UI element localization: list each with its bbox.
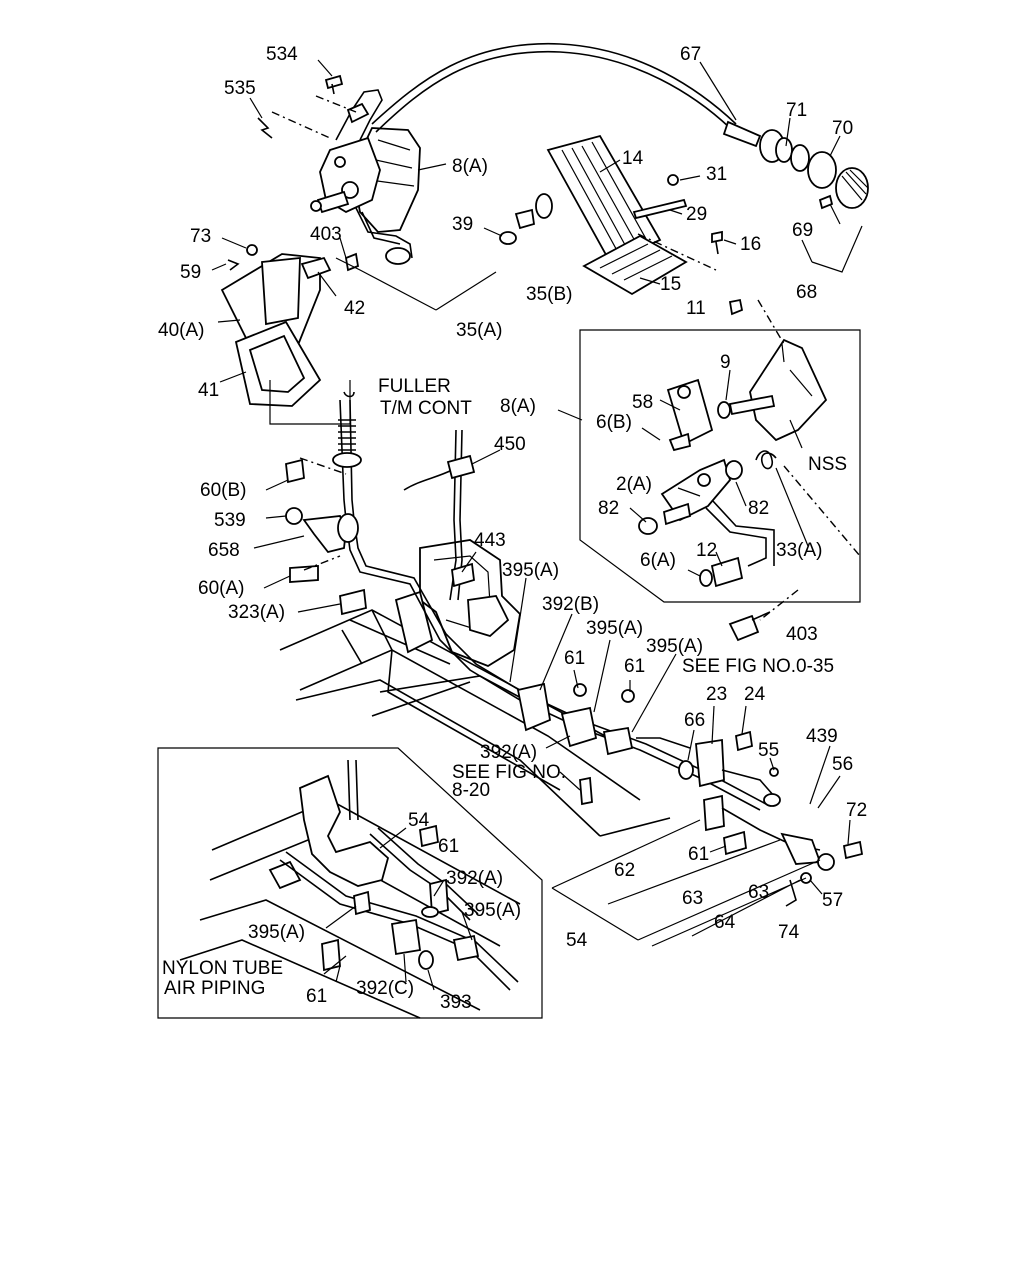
callout-56: 56 xyxy=(832,754,853,775)
callout-392c: 392(C) xyxy=(356,978,414,999)
callout-63-a: 63 xyxy=(682,888,703,909)
callout-8a: 8(A) xyxy=(452,156,488,177)
inset-8a xyxy=(557,298,861,642)
callout-66: 66 xyxy=(684,710,705,731)
callout-29: 29 xyxy=(686,204,707,225)
callout-534: 534 xyxy=(266,44,298,65)
throttle-cable xyxy=(371,42,869,210)
callout-64: 64 xyxy=(714,912,736,933)
callout-14: 14 xyxy=(622,148,644,169)
cover-and-gasket xyxy=(220,244,360,425)
callout-61-a: 61 xyxy=(564,648,585,669)
callout-443: 443 xyxy=(474,530,506,551)
callout-61-d: 61 xyxy=(688,844,709,865)
callout-392a-1: 392(A) xyxy=(480,742,537,763)
callout-395a-3: 395(A) xyxy=(646,636,703,657)
callout-539: 539 xyxy=(214,510,246,531)
callout-403-top: 403 xyxy=(310,224,342,245)
notes: FULLER T/M CONT SEE FIG NO.0-35 SEE FIG … xyxy=(162,376,834,999)
callout-68: 68 xyxy=(796,282,817,303)
callout-12: 12 xyxy=(696,540,717,561)
callout-60b: 60(B) xyxy=(200,480,246,501)
callout-82-right: 82 xyxy=(748,498,769,519)
leader-lines xyxy=(211,59,863,383)
callout-73: 73 xyxy=(190,226,211,247)
note-nylon-tube: NYLON TUBE xyxy=(162,958,283,979)
callout-60a: 60(A) xyxy=(198,578,244,599)
callout-71: 71 xyxy=(786,100,807,121)
callout-nss: NSS xyxy=(808,454,847,475)
callout-393: 393 xyxy=(440,992,472,1013)
callout-59: 59 xyxy=(180,262,201,283)
callout-40a: 40(A) xyxy=(158,320,204,341)
callout-67: 67 xyxy=(680,44,701,65)
callout-35a: 35(A) xyxy=(456,320,502,341)
callout-9: 9 xyxy=(720,352,731,373)
callout-392b: 392(B) xyxy=(542,594,599,615)
callout-439: 439 xyxy=(806,726,838,747)
callout-69: 69 xyxy=(792,220,813,241)
callout-395a-2: 395(A) xyxy=(586,618,643,639)
callout-41: 41 xyxy=(198,380,219,401)
callout-70: 70 xyxy=(832,118,853,139)
callout-82-left: 82 xyxy=(598,498,619,519)
callout-6b: 6(B) xyxy=(596,412,632,433)
callout-42: 42 xyxy=(344,298,365,319)
callout-58: 58 xyxy=(632,392,653,413)
callout-395a-1: 395(A) xyxy=(502,560,559,581)
callout-74: 74 xyxy=(778,922,800,943)
callout-535: 535 xyxy=(224,78,256,99)
callout-6a: 6(A) xyxy=(640,550,676,571)
callout-31: 31 xyxy=(706,164,727,185)
callout-63-b: 63 xyxy=(748,882,769,903)
note-see-fig-8-20-1: SEE FIG NO. xyxy=(452,762,566,783)
callout-57: 57 xyxy=(822,890,843,911)
callout-2a: 2(A) xyxy=(616,474,652,495)
note-fuller-2: T/M CONT xyxy=(380,398,472,419)
callout-11: 11 xyxy=(686,298,706,319)
note-see-fig-0-35: SEE FIG NO.0-35 xyxy=(682,656,834,677)
callout-403-inset: 403 xyxy=(786,624,818,645)
callout-15: 15 xyxy=(660,274,681,295)
callout-39: 39 xyxy=(452,214,473,235)
inset-nylon-tube xyxy=(157,747,543,1019)
callout-labels: 534 535 67 71 70 8(A) 14 31 29 16 69 68 … xyxy=(158,44,867,1013)
callout-61-e: 61 xyxy=(306,986,327,1007)
callout-35b: 35(B) xyxy=(526,284,572,305)
callout-658: 658 xyxy=(208,540,240,561)
callout-61-b: 61 xyxy=(624,656,645,677)
callout-33a: 33(A) xyxy=(776,540,822,561)
callout-395a-4: 395(A) xyxy=(464,900,521,921)
callout-54: 54 xyxy=(566,930,588,951)
pedal-link-assembly xyxy=(257,74,421,265)
note-see-fig-8-20-2: 8-20 xyxy=(452,780,490,801)
callout-16: 16 xyxy=(740,234,761,255)
note-air-piping: AIR PIPING xyxy=(164,978,265,999)
callout-392a-2: 392(A) xyxy=(446,868,503,889)
callout-323a: 323(A) xyxy=(228,602,285,623)
callout-62: 62 xyxy=(614,860,635,881)
callout-23: 23 xyxy=(706,684,727,705)
callout-395a-5: 395(A) xyxy=(248,922,305,943)
callout-8a-inset: 8(A) xyxy=(500,396,536,417)
accelerator-pedal xyxy=(499,134,723,296)
callout-450: 450 xyxy=(494,434,526,455)
callout-54-inset: 54 xyxy=(408,810,430,831)
note-fuller-1: FULLER xyxy=(378,376,451,397)
callout-55: 55 xyxy=(758,740,779,761)
chassis-and-cables xyxy=(253,391,864,947)
callout-61-c: 61 xyxy=(438,836,459,857)
callout-24: 24 xyxy=(744,684,766,705)
callout-72: 72 xyxy=(846,800,867,821)
